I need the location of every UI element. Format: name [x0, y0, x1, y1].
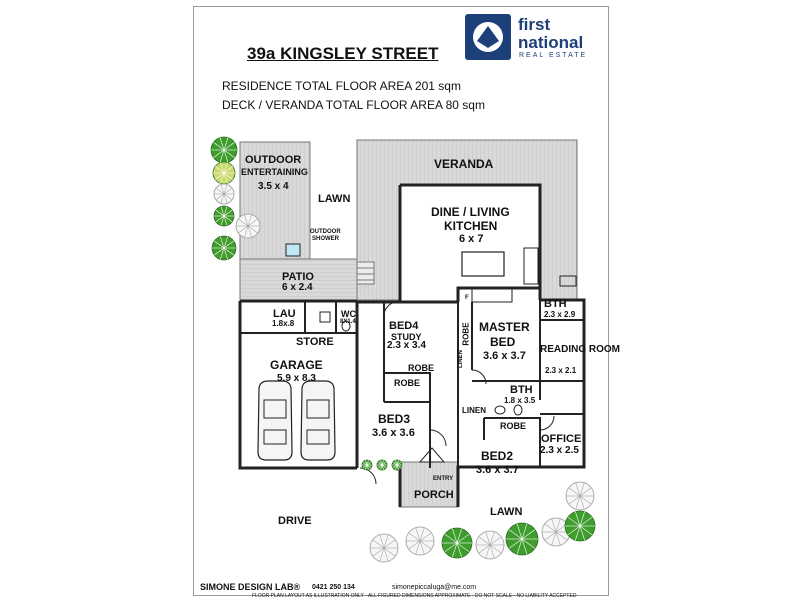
- kitchen-bench: [523, 247, 539, 285]
- bth-top-dims: 2.3 x 2.9: [544, 310, 576, 319]
- tree-icon: [376, 459, 388, 471]
- tree-icon: [565, 481, 595, 511]
- deck-area-text: DECK / VERANDA TOTAL FLOOR AREA 80 sqm: [222, 98, 485, 112]
- exterior-walls: [238, 183, 586, 507]
- footer-phone: 0421 250 134: [312, 584, 355, 591]
- address-title: 39a KINGSLEY STREET: [247, 44, 439, 63]
- footer-note: FLOOR PLAN LAYOUT AS ILLUSTRATION ONLY -…: [252, 593, 577, 599]
- outdoor-shower-base: [285, 243, 301, 257]
- master-label-2: BED: [490, 335, 516, 349]
- bath-mid-toilet: [513, 404, 523, 416]
- outdoor-shower-label-2: SHOWER: [312, 236, 339, 242]
- office-label: OFFICE: [541, 433, 582, 445]
- interior-walls: [240, 300, 584, 470]
- wc-dims: 8X1.4: [340, 319, 356, 325]
- logo-line2: national: [518, 33, 584, 52]
- fridge-label: F: [465, 295, 469, 301]
- bth-mid-dims: 1.8 x 3.5: [504, 396, 536, 405]
- outdoor-label-2: ENTERTAINING: [241, 167, 308, 177]
- tree-icon: [405, 526, 435, 556]
- lau-dims: 1.8x.8: [272, 319, 295, 328]
- entry-label: ENTRY: [433, 476, 454, 482]
- garage-dims: 5.9 x 8.3: [277, 373, 316, 384]
- tree-icon: [235, 213, 261, 239]
- patio-dims: 6 x 2.4: [282, 282, 313, 293]
- bed3-dims: 3.6 x 3.6: [372, 427, 415, 439]
- reading-room-dims: 2.3 x 2.1: [545, 366, 577, 375]
- bath-mid-basin: [494, 405, 506, 415]
- tree-icon: [564, 510, 596, 542]
- tree-icon: [210, 136, 238, 164]
- bath-top-basin: [559, 275, 577, 287]
- bed4-robe-label: ROBE: [408, 363, 435, 373]
- patio-label: PATIO: [282, 271, 314, 283]
- wc-toilet: [341, 320, 351, 332]
- tree-icon: [361, 459, 373, 471]
- store-label: STORE: [296, 336, 334, 348]
- lau-label: LAU: [273, 308, 296, 320]
- kitchen-rear-bench: [471, 287, 513, 303]
- laundry-tub: [319, 311, 331, 323]
- bed2-robe-label: ROBE: [500, 421, 527, 431]
- bth-top-label: BTH: [544, 298, 567, 310]
- door-swings: [359, 301, 555, 485]
- tree-icon: [505, 522, 539, 556]
- porch-label: PORCH: [414, 489, 454, 501]
- bed4-dims: 2.3 x 3.4: [387, 340, 426, 351]
- tree-icon: [541, 517, 571, 547]
- dine-label-1: DINE / LIVING: [431, 205, 510, 219]
- lawn-bottom-label: LAWN: [490, 506, 523, 518]
- tree-icon: [212, 161, 236, 185]
- bed3-robe-label: ROBE: [394, 378, 421, 388]
- tree-icon: [213, 205, 235, 227]
- first-national-logo: first national REAL ESTATE: [465, 14, 600, 60]
- residence-area-text: RESIDENCE TOTAL FLOOR AREA 201 sqm: [222, 79, 461, 93]
- tree-icon: [213, 183, 235, 205]
- veranda-label: VERANDA: [434, 157, 494, 171]
- bed2-dims: 3.6 x 3.7: [476, 464, 519, 476]
- tree-icon: [369, 533, 399, 563]
- garage-car-right: [300, 380, 336, 461]
- landscape-trees: [210, 136, 596, 563]
- bed2-label: BED2: [481, 449, 514, 463]
- footer-brand: SIMONE DESIGN LAB®: [200, 582, 301, 592]
- drive-label: DRIVE: [278, 515, 312, 527]
- tree-icon: [391, 459, 403, 471]
- reading-room-label: READING ROOM: [540, 344, 620, 355]
- master-robe-label: ROBE: [461, 322, 471, 346]
- tree-icon: [475, 530, 505, 560]
- logo-line1: first: [518, 15, 551, 34]
- tree-icon: [441, 527, 473, 559]
- first-national-logo-icon: [465, 14, 511, 60]
- dine-label-2: KITCHEN: [444, 219, 498, 233]
- office-dims: 2.3 x 2.5: [540, 445, 579, 456]
- outdoor-label-1: OUTDOOR: [245, 154, 302, 166]
- tree-icon: [211, 235, 237, 261]
- garage-label: GARAGE: [270, 358, 323, 372]
- master-label-1: MASTER: [479, 320, 530, 334]
- lawn-top-label: LAWN: [318, 193, 351, 205]
- kitchen-island: [461, 251, 505, 277]
- logo-line3: REAL ESTATE: [519, 52, 588, 59]
- outdoor-shower-label-1: OUTDOOR: [310, 229, 341, 235]
- bed4-study-label: STUDY: [391, 332, 422, 342]
- footer-email: simonepiccaluga@me.com: [392, 584, 477, 591]
- bed4-label: BED4: [389, 320, 419, 332]
- bth-mid-label: BTH: [510, 384, 533, 396]
- master-dims: 3.6 x 3.7: [483, 350, 526, 362]
- wc-label: WC: [341, 309, 356, 319]
- outdoor-dims: 3.5 x 4: [258, 181, 289, 192]
- dine-dims: 6 x 7: [459, 233, 484, 245]
- patio-stairs: [356, 261, 375, 285]
- master-linen-label: LINEN: [458, 350, 464, 368]
- bed3-label: BED3: [378, 412, 411, 426]
- linen-mid-label: LINEN: [462, 406, 486, 415]
- garage-car-left: [257, 380, 293, 461]
